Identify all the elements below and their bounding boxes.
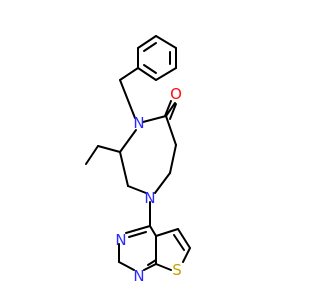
amide-nitrogen-label: N: [133, 114, 144, 132]
bond: [127, 185, 147, 194]
bond: [119, 129, 137, 153]
bond: [154, 172, 171, 194]
bond: [143, 42, 157, 52]
bond: [149, 225, 157, 237]
bond: [97, 145, 121, 153]
bond: [165, 115, 177, 146]
bond: [137, 67, 157, 81]
bond: [155, 67, 177, 81]
bond: [125, 225, 151, 234]
bond: [118, 261, 135, 271]
bond: [143, 263, 157, 271]
bond: [119, 79, 136, 119]
bond: [142, 115, 167, 123]
carbonyl-oxygen-label: O: [170, 85, 182, 103]
bonds: [85, 35, 191, 271]
bond: [155, 263, 172, 271]
bond: [182, 247, 191, 263]
molecule-structure: N O N N N S: [85, 35, 191, 285]
pyrimidine-nitrogen-bottom-label: N: [133, 267, 144, 285]
bond: [155, 228, 179, 237]
bond: [177, 228, 191, 249]
bond: [119, 67, 139, 81]
bond: [147, 259, 157, 266]
bond: [155, 35, 177, 49]
thiophene-sulfur-label: S: [172, 261, 182, 279]
bond: [164, 100, 172, 117]
bond: [169, 144, 177, 174]
bond: [143, 64, 157, 74]
pyrimidine-nitrogen-top-label: N: [115, 231, 126, 249]
bond: [119, 151, 129, 187]
bond: [137, 35, 157, 49]
ring-nitrogen-label: N: [144, 189, 155, 207]
bond: [165, 102, 176, 117]
bond: [173, 234, 185, 251]
bond: [85, 145, 99, 165]
atom-labels: N O N N N S: [115, 85, 182, 285]
bond: [169, 103, 177, 120]
bond: [128, 231, 147, 238]
